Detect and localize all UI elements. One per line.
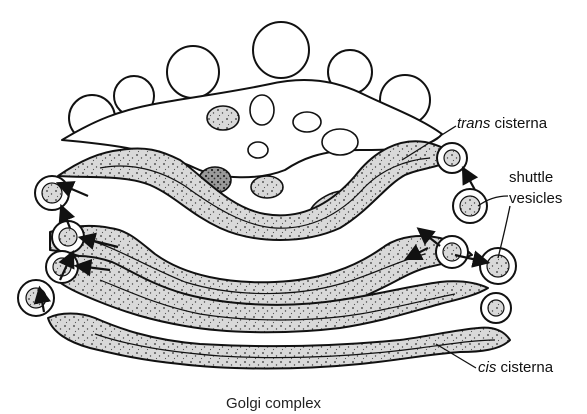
- shuttle-vesicle: [481, 293, 511, 323]
- fenestration: [248, 142, 268, 158]
- label-vesicles: vesicles: [509, 190, 562, 207]
- vesicle: [167, 46, 219, 98]
- shuttle-vesicle: [437, 143, 467, 173]
- shuttle-vesicle: [453, 189, 487, 223]
- fenestration: [322, 129, 358, 155]
- arrow: [464, 170, 475, 190]
- label-trans-cisterna: trans cisterna: [457, 115, 548, 132]
- figure-caption: Golgi complex: [226, 395, 322, 412]
- shuttle-vesicle: [18, 280, 54, 316]
- label-cis-cisterna: cis cisterna: [478, 359, 554, 376]
- fenestration: [250, 95, 274, 125]
- shuttle-vesicle: [480, 248, 516, 284]
- vesicle: [253, 22, 309, 78]
- fenestration: [293, 112, 321, 132]
- shuttle-vesicle: [436, 236, 468, 268]
- shuttle-vesicle: [35, 176, 69, 210]
- fenestration: [251, 176, 283, 198]
- fenestration: [207, 106, 239, 130]
- label-shuttle: shuttle: [509, 169, 553, 186]
